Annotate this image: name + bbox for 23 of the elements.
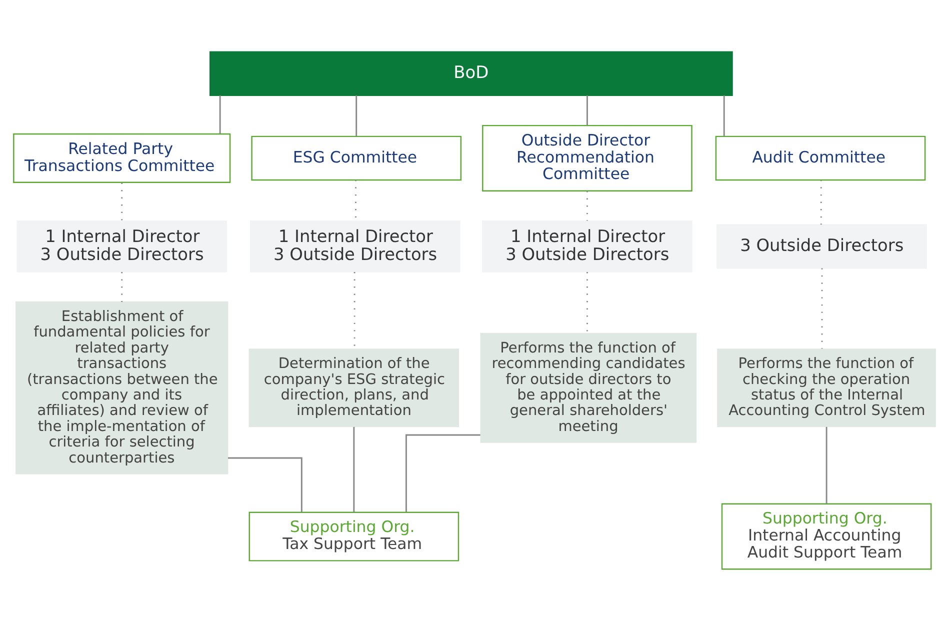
connector	[405, 434, 480, 512]
node-box: Supporting Org. Tax Support Team	[248, 512, 460, 562]
node-box: Performs the function of recommending candidates for outside directors to be appointed at the general shareholders' meeting	[480, 332, 697, 443]
node-box: BoD	[210, 51, 733, 96]
node-box: ESG Committee	[251, 136, 462, 181]
connector	[723, 95, 725, 136]
connector	[353, 426, 355, 512]
node-box: Establishment of fundamental policies for related party transactions (transactions between the company and its affiliates) and review of the imple-mentation of criteria for selecting counterparties	[15, 301, 228, 474]
node-box: Related Party Transactions Committee	[13, 133, 231, 183]
node-box: 1 Internal Director 3 Outside Directors	[16, 220, 228, 272]
node-box: Supporting Org. Internal Accounting Audit Support Team	[721, 503, 932, 570]
node-box: Performs the function of checking the operation status of the Internal Accounting Control System	[717, 348, 936, 428]
node-box: Determination of the company's ESG strategic direction, plans, and implementation	[248, 348, 460, 428]
connector	[228, 457, 302, 512]
node-box: 1 Internal Director 3 Outside Directors	[482, 220, 692, 272]
connector	[586, 95, 588, 126]
node-box: 1 Internal Director 3 Outside Directors	[250, 220, 460, 272]
node-box: Audit Committee	[715, 136, 926, 181]
connector	[826, 426, 828, 504]
node-box: 3 Outside Directors	[716, 224, 927, 269]
node-box: Outside Director Recommendation Committee	[482, 124, 692, 192]
connector	[219, 95, 221, 134]
connector	[356, 95, 358, 136]
